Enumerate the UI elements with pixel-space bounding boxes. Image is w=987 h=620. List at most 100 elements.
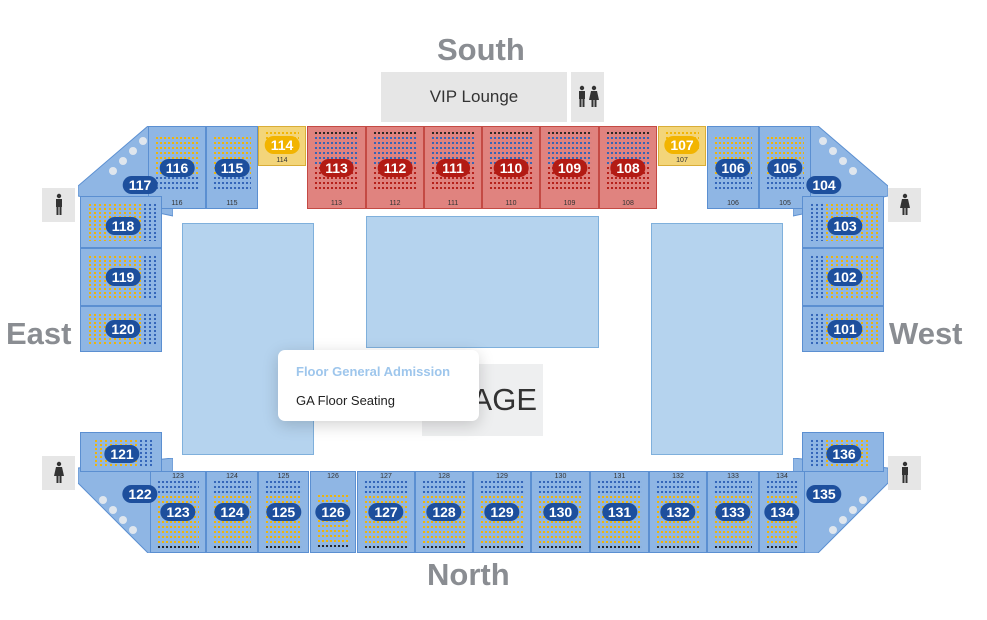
section-116-row-label: 116 <box>171 200 183 207</box>
section-108-label: 108 <box>610 159 646 177</box>
restroom-unisex-icon <box>578 85 599 107</box>
section-128-label: 128 <box>426 503 462 521</box>
section-128[interactable]: 128 128 <box>415 471 473 553</box>
restroom-women-icon <box>899 193 910 215</box>
restroom-men-icon <box>55 193 62 215</box>
section-107-row-label: 107 <box>676 157 688 164</box>
section-106-label: 106 <box>715 159 751 177</box>
section-103-label: 103 <box>827 217 863 235</box>
section-114[interactable]: 114 114 <box>258 126 306 166</box>
section-125[interactable]: 125 125 <box>258 471 309 553</box>
section-112-row-label: 112 <box>389 200 401 207</box>
section-129-label: 129 <box>484 503 520 521</box>
section-131[interactable]: 131 131 <box>590 471 649 553</box>
section-115-row-label: 115 <box>226 200 238 207</box>
section-126[interactable]: 126 126 <box>310 471 356 553</box>
section-132-label: 132 <box>660 503 696 521</box>
section-120-label: 120 <box>105 320 141 338</box>
section-115-label: 115 <box>214 159 250 177</box>
section-130[interactable]: 130 130 <box>531 471 590 553</box>
section-125-row-label: 125 <box>277 473 290 480</box>
section-107-label: 107 <box>664 136 700 154</box>
section-131-row-label: 131 <box>613 473 626 480</box>
tooltip-item[interactable]: GA Floor Seating <box>296 393 395 408</box>
section-108[interactable]: 108 108 <box>599 126 657 209</box>
section-133[interactable]: 133 133 <box>707 471 759 553</box>
section-134-label: 134 <box>764 503 800 521</box>
section-124-row-label: 124 <box>226 473 238 480</box>
section-105-row-label: 105 <box>779 200 791 207</box>
section-126-row-label: 126 <box>327 473 339 480</box>
section-101-label: 101 <box>827 320 863 338</box>
tooltip-title: Floor General Admission <box>296 364 451 379</box>
section-122-label[interactable]: 122 <box>122 485 158 503</box>
section-110-row-label: 110 <box>505 200 517 207</box>
section-116[interactable]: 116 116 <box>148 126 206 209</box>
restroom-men-east[interactable] <box>42 188 75 222</box>
section-120[interactable]: 120 <box>80 306 162 352</box>
section-127[interactable]: 127 127 <box>357 471 415 553</box>
section-104-label[interactable]: 104 <box>806 176 842 194</box>
section-133-label: 133 <box>715 503 751 521</box>
restroom-men-icon <box>901 461 908 483</box>
restroom-women-icon <box>53 461 64 483</box>
section-136-label: 136 <box>826 445 862 463</box>
section-112-label: 112 <box>377 159 413 177</box>
section-119-label: 119 <box>105 268 141 286</box>
section-106-row-label: 106 <box>727 200 739 207</box>
section-105-label: 105 <box>767 159 803 177</box>
section-128-row-label: 128 <box>438 473 450 480</box>
section-102[interactable]: 102 <box>802 248 884 306</box>
section-111[interactable]: 111 111 <box>424 126 482 209</box>
section-131-label: 131 <box>601 503 638 521</box>
section-121[interactable]: 121 <box>80 432 162 472</box>
section-107[interactable]: 107 107 <box>658 126 706 166</box>
restroom-women-east[interactable] <box>42 456 75 490</box>
corner-shape-135[interactable] <box>793 458 888 553</box>
section-108-row-label: 108 <box>622 200 634 207</box>
section-111-label: 111 <box>436 159 470 177</box>
section-112[interactable]: 112 112 <box>366 126 424 209</box>
direction-west: West <box>889 316 963 351</box>
section-113[interactable]: 113 113 <box>307 126 366 209</box>
section-125-label: 125 <box>265 503 302 521</box>
section-127-label: 127 <box>368 503 404 521</box>
section-134[interactable]: 134 134 <box>759 471 805 553</box>
section-116-label: 116 <box>159 159 195 177</box>
section-124-label: 124 <box>214 503 250 521</box>
section-119[interactable]: 119 <box>80 248 162 306</box>
section-117-label[interactable]: 117 <box>122 176 158 194</box>
section-101[interactable]: 101 <box>802 306 884 352</box>
section-123-label: 123 <box>160 503 196 521</box>
section-129[interactable]: 129 129 <box>473 471 531 553</box>
section-123[interactable]: 123 123 <box>150 471 206 553</box>
section-106[interactable]: 106 106 <box>707 126 759 209</box>
section-109[interactable]: 109 109 <box>540 126 599 209</box>
vip-lounge[interactable]: VIP Lounge <box>381 72 567 122</box>
section-129-row-label: 129 <box>496 473 508 480</box>
section-136[interactable]: 136 <box>802 432 884 472</box>
section-126-label: 126 <box>315 503 351 521</box>
section-115[interactable]: 115 115 <box>206 126 258 209</box>
section-114-label: 114 <box>264 136 300 154</box>
section-103[interactable]: 103 <box>802 196 884 248</box>
section-102-label: 102 <box>827 268 863 286</box>
section-110[interactable]: 110 110 <box>482 126 540 209</box>
section-135-label[interactable]: 135 <box>806 485 842 503</box>
floor-ga-right[interactable] <box>651 223 783 455</box>
restroom-women-west[interactable] <box>888 188 921 222</box>
section-124[interactable]: 124 124 <box>206 471 258 553</box>
section-123-row-label: 123 <box>172 473 184 480</box>
restroom-men-west[interactable] <box>888 456 921 490</box>
section-105[interactable]: 105 105 <box>759 126 811 209</box>
direction-north: North <box>427 557 510 592</box>
section-110-label: 110 <box>493 159 529 177</box>
floor-ga-center[interactable] <box>366 216 599 348</box>
section-109-label: 109 <box>551 159 588 177</box>
restroom-unisex[interactable] <box>571 72 604 122</box>
stage-label: AGE <box>471 382 537 417</box>
section-127-row-label: 127 <box>380 473 392 480</box>
section-132[interactable]: 132 132 <box>649 471 707 553</box>
section-114-row-label: 114 <box>276 157 288 164</box>
section-118[interactable]: 118 <box>80 196 162 248</box>
